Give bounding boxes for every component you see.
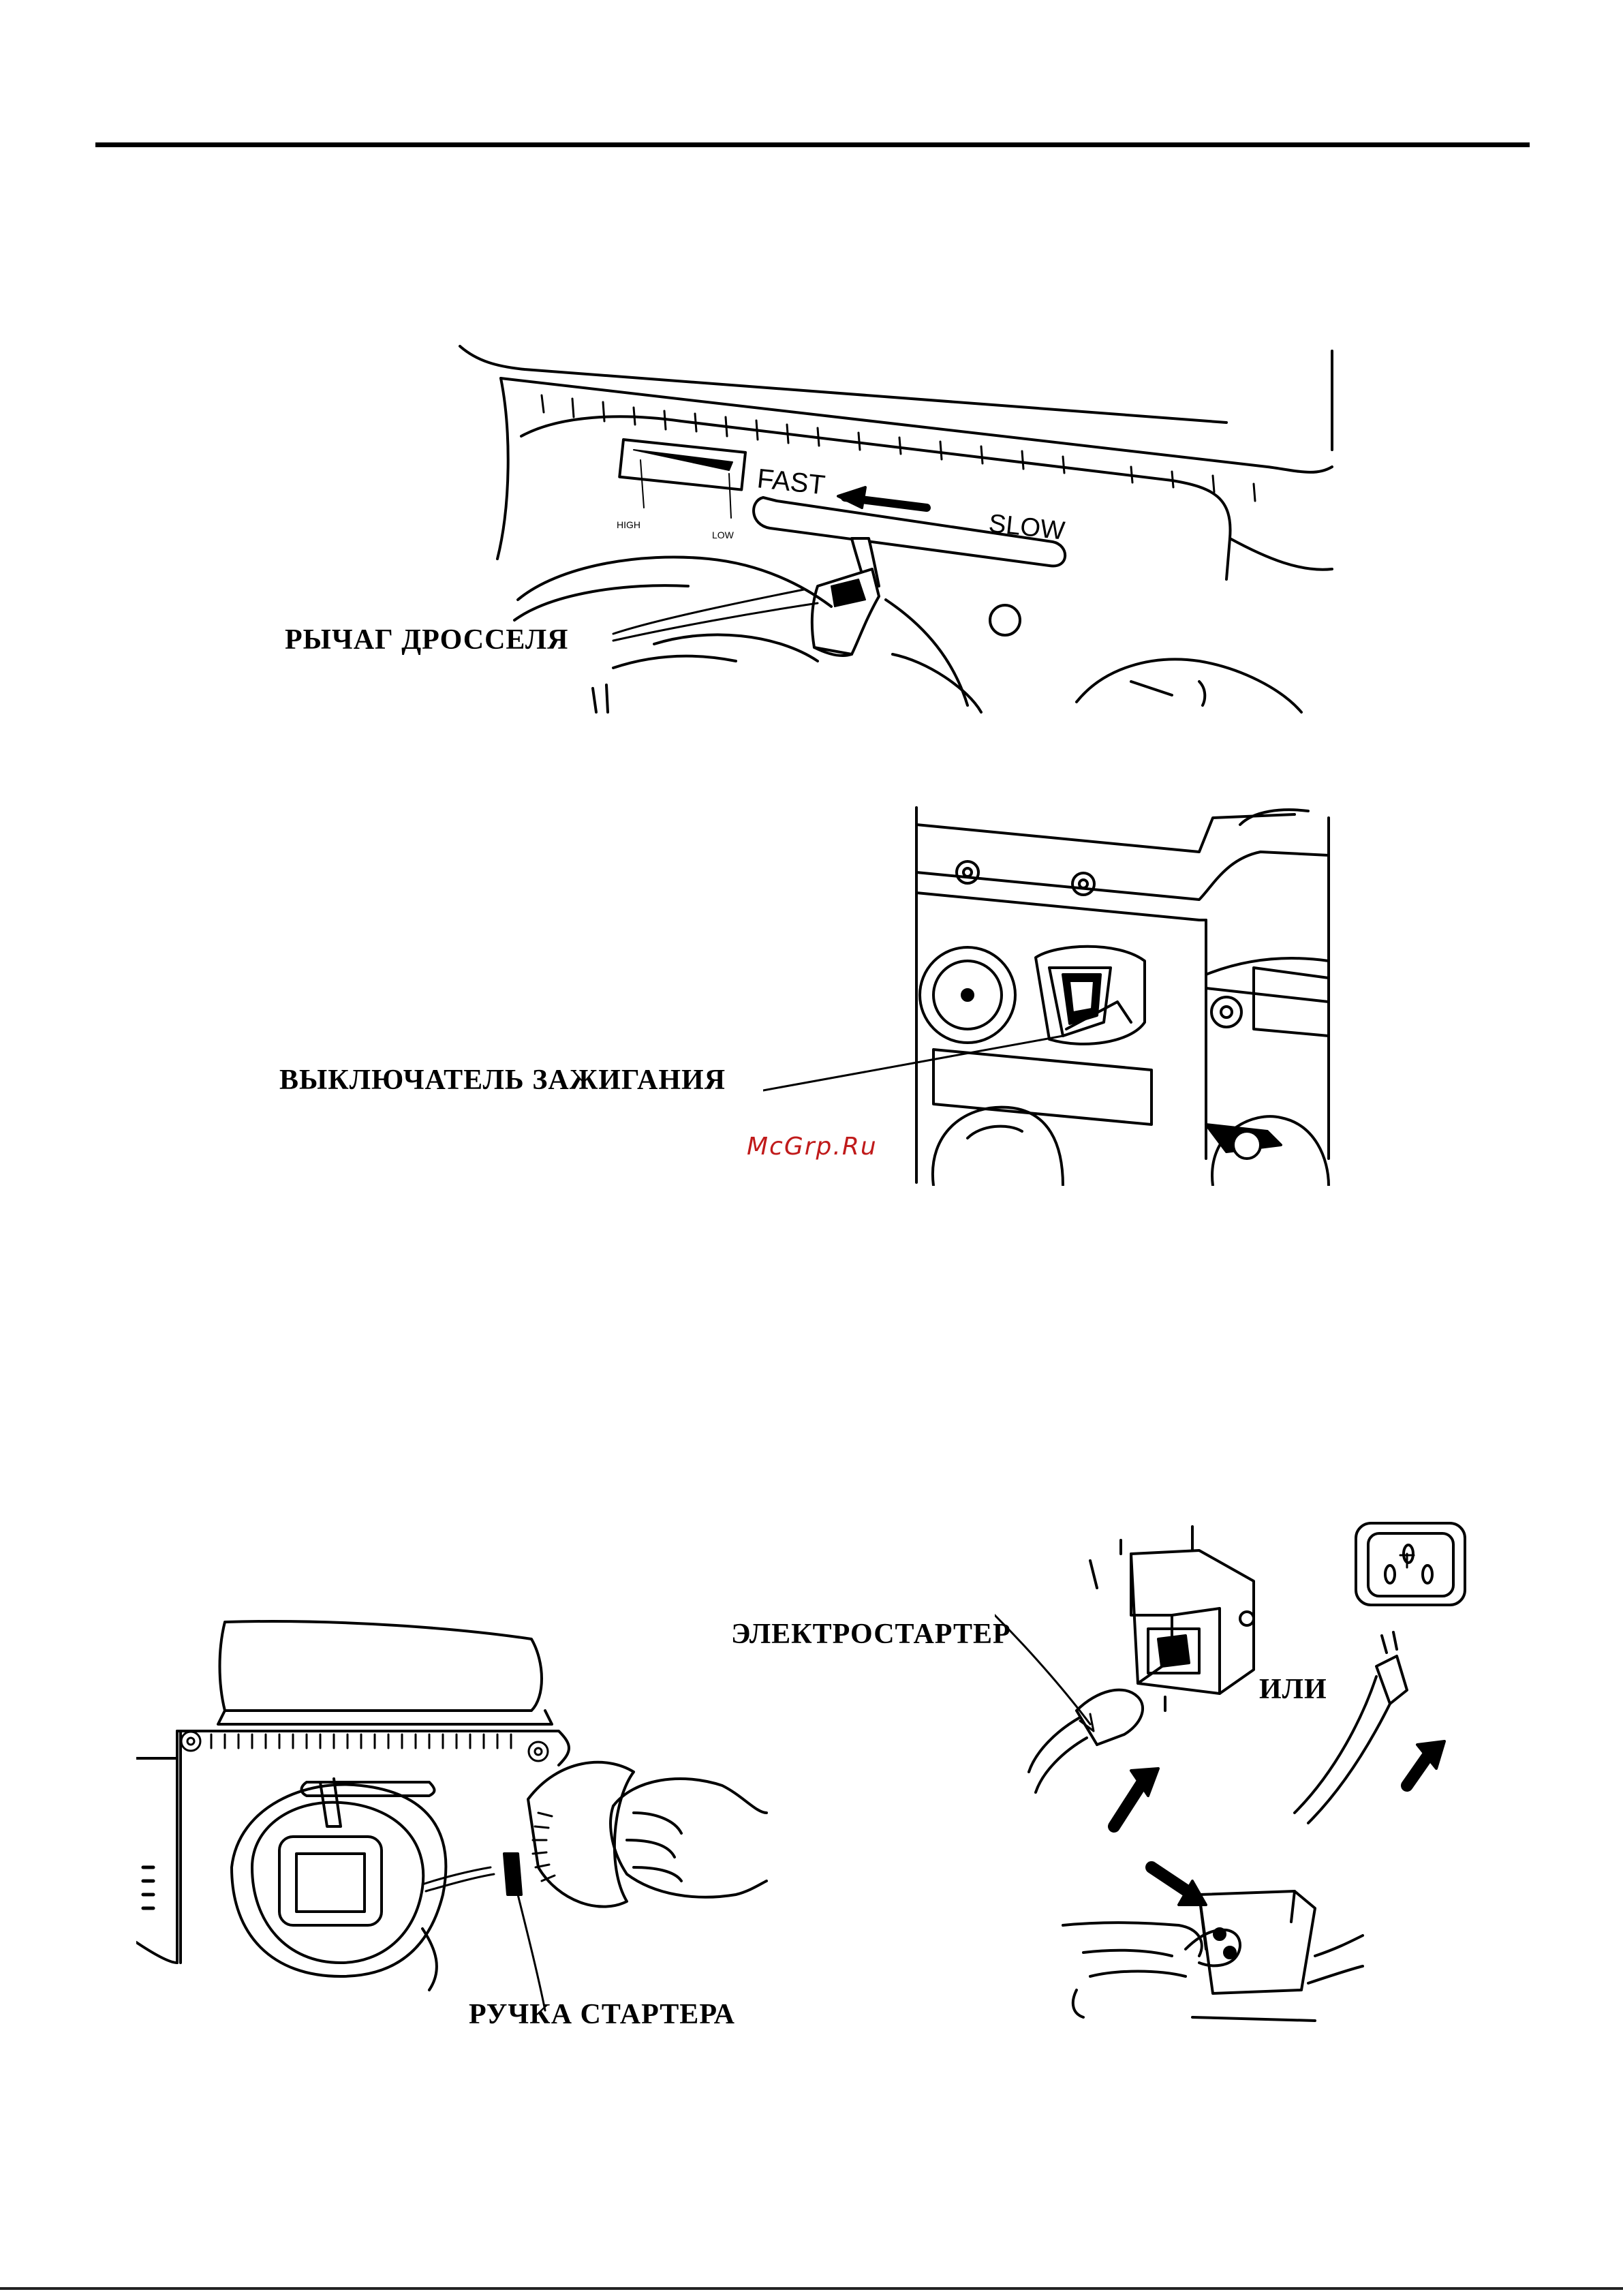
high-label: HIGH <box>617 519 640 530</box>
electric-starter-illustration <box>995 1513 1485 2045</box>
ignition-switch-illustration <box>763 804 1335 1186</box>
or-label: ИЛИ <box>1259 1675 1327 1704</box>
footer-rule <box>0 2287 1623 2290</box>
throttle-lever-illustration: FAST SLOW HIGH LOW <box>450 334 1335 716</box>
starter-handle-label: РУЧКА СТАРТЕРА <box>469 2000 735 2029</box>
header-rule <box>95 142 1530 147</box>
electric-starter-label: ЭЛЕКТРОСТАРТЕР <box>731 1620 1011 1649</box>
watermark: McGrp.Ru <box>747 1133 878 1161</box>
ignition-switch-label: ВЫКЛЮЧАТЕЛЬ ЗАЖИГАНИЯ <box>279 1066 726 1095</box>
throttle-lever-label: РЫЧАГ ДРОССЕЛЯ <box>285 626 569 654</box>
slow-label: SLOW <box>987 509 1066 545</box>
low-label: LOW <box>712 530 735 540</box>
fast-label: FAST <box>756 463 826 500</box>
starter-handle-illustration <box>136 1608 770 2031</box>
